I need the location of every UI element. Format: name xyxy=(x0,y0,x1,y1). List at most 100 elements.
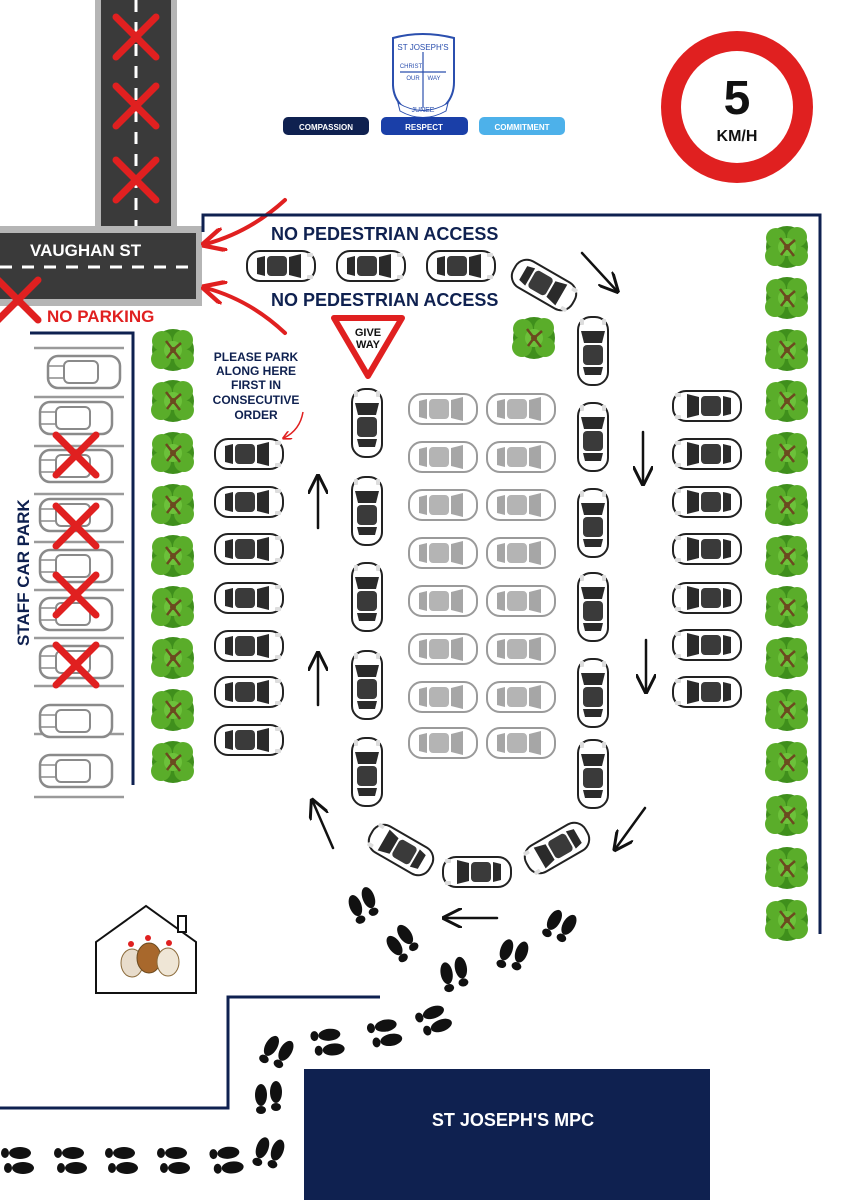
car-icon xyxy=(486,489,556,521)
crest-motto-1: CHRIST xyxy=(400,64,423,70)
car-icon xyxy=(214,582,284,614)
tree-icon xyxy=(763,224,810,270)
car-icon xyxy=(408,585,478,617)
tree-icon xyxy=(763,845,810,891)
footprint-icon xyxy=(413,1001,454,1039)
boundary-lines xyxy=(0,213,822,1110)
give-way-sign-icon: GIVE WAY xyxy=(331,315,405,379)
park-note-line-5: ORDER xyxy=(234,408,278,422)
school-crest-icon: ST JOSEPH'S CHRIST OUR WAY JUNEE xyxy=(391,33,455,120)
car-icon xyxy=(577,572,609,642)
car-icon xyxy=(408,537,478,569)
footprint-icon xyxy=(344,885,382,926)
park-note-line-2: ALONG HERE xyxy=(216,364,296,378)
tree-icon xyxy=(763,792,810,838)
car-icon xyxy=(351,476,383,546)
staff-car-icon xyxy=(38,354,122,789)
park-instruction: PLEASE PARK ALONG HERE FIRST IN CONSECUT… xyxy=(213,350,304,438)
car-icon xyxy=(672,390,742,422)
tree-icon xyxy=(763,430,810,476)
give-way-text-1: GIVE xyxy=(355,327,381,339)
car-icon xyxy=(486,537,556,569)
car-icon xyxy=(577,402,609,472)
speed-limit-sign-icon: 5 KM/H xyxy=(661,31,813,183)
tree-icon xyxy=(763,897,810,943)
car-icon xyxy=(577,488,609,558)
car-icon xyxy=(351,737,383,807)
car-icon xyxy=(214,676,284,708)
school-values: COMPASSION RESPECT COMMITMENT xyxy=(283,117,565,135)
no-parking-label: NO PARKING xyxy=(47,307,154,326)
staff-car-park-label: STAFF CAR PARK xyxy=(14,499,33,646)
tree-icon xyxy=(149,430,196,476)
car-icon xyxy=(577,739,609,809)
tree-icon xyxy=(763,482,810,528)
tree-icon xyxy=(149,687,196,733)
car-icon xyxy=(351,650,383,720)
tree-icon xyxy=(149,635,196,681)
crest-top-text: ST JOSEPH'S xyxy=(397,43,448,52)
footprint-icon xyxy=(105,1147,138,1174)
car-icon xyxy=(486,681,556,713)
footprint-icon xyxy=(157,1147,190,1174)
street-name: VAUGHAN ST xyxy=(30,241,142,260)
car-icon xyxy=(408,681,478,713)
crest-bottom-text: JUNEE xyxy=(412,107,435,114)
park-note-line-1: PLEASE PARK xyxy=(214,350,299,364)
car-icon xyxy=(506,254,582,316)
footprint-icon xyxy=(438,955,471,994)
tree-icon xyxy=(510,315,557,361)
vaughan-street: VAUGHAN ST xyxy=(0,226,202,306)
car-icon xyxy=(672,629,742,661)
footprint-icon xyxy=(381,922,423,965)
car-icon xyxy=(363,819,439,881)
value-compassion: COMPASSION xyxy=(299,123,353,132)
value-respect: RESPECT xyxy=(405,123,443,132)
car-icon xyxy=(672,582,742,614)
footprint-icon xyxy=(255,1081,282,1114)
car-icon xyxy=(351,388,383,458)
tree-icon xyxy=(149,378,196,424)
car-icon xyxy=(214,533,284,565)
car-icon xyxy=(408,441,478,473)
car-icon xyxy=(486,393,556,425)
car-icon xyxy=(214,438,284,470)
tree-icon xyxy=(149,482,196,528)
car-icon xyxy=(214,630,284,662)
tree-icon xyxy=(763,275,810,321)
car-icon xyxy=(672,676,742,708)
traffic-arrow-icon xyxy=(313,251,646,918)
tree-icon xyxy=(149,584,196,630)
tree-icon xyxy=(763,533,810,579)
footprint-icon xyxy=(494,934,531,975)
footprint-icon xyxy=(54,1147,87,1174)
no-pedestrian-access-top: NO PEDESTRIAN ACCESS xyxy=(271,224,498,244)
tree-icon xyxy=(763,635,810,681)
footprint-icon xyxy=(1,1147,34,1174)
car-icon xyxy=(214,486,284,518)
car-icon xyxy=(519,817,595,879)
car-icon xyxy=(486,585,556,617)
car-icon xyxy=(426,250,496,282)
footprint-icon xyxy=(256,1030,297,1073)
footprint-icon xyxy=(309,1027,346,1058)
no-pedestrian-access-bottom: NO PEDESTRIAN ACCESS xyxy=(271,290,498,310)
car-icon xyxy=(408,489,478,521)
car-icon xyxy=(336,250,406,282)
crest-motto-2: OUR xyxy=(406,76,420,82)
mpc-label: ST JOSEPH'S MPC xyxy=(432,1110,594,1130)
car-icon xyxy=(351,562,383,632)
car-icon xyxy=(672,438,742,470)
car-icon xyxy=(442,856,512,888)
car-icon xyxy=(577,316,609,386)
car-icon xyxy=(672,486,742,518)
entry-exit-arrow-icon xyxy=(206,198,287,335)
tree-icon xyxy=(763,739,810,785)
car-icon xyxy=(408,393,478,425)
footprint-icon xyxy=(250,1132,287,1173)
tree-icon xyxy=(149,739,196,785)
footprint-icon xyxy=(365,1017,404,1050)
mpc-building: ST JOSEPH'S MPC xyxy=(304,1069,710,1200)
car-icon xyxy=(214,724,284,756)
